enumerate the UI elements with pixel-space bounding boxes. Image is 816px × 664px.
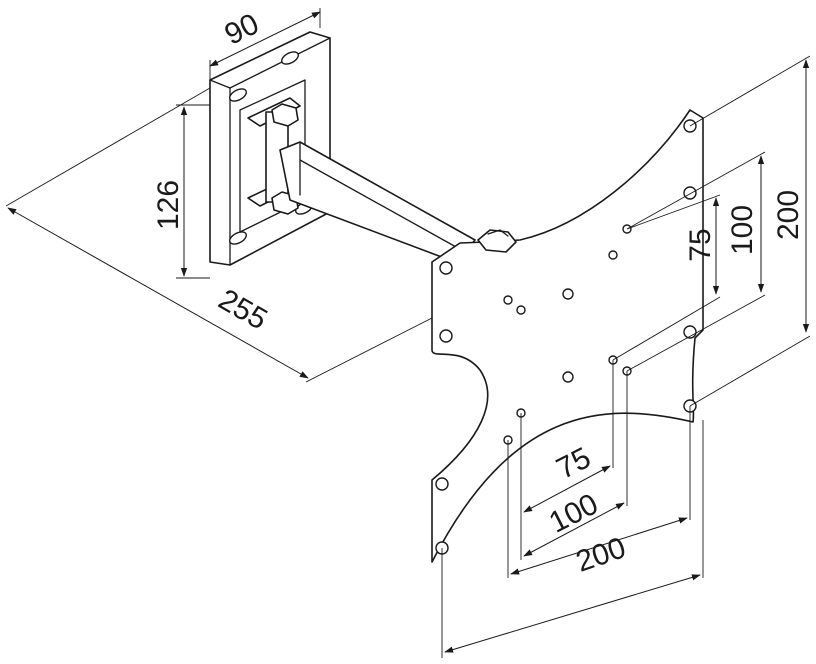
dim-label-90: 90 bbox=[220, 7, 264, 51]
vesa-hole bbox=[503, 295, 513, 305]
dim-label-h75: 75 bbox=[551, 441, 596, 486]
vesa-hole bbox=[439, 329, 453, 343]
dim-vesa-horizontal-200-outer bbox=[441, 420, 704, 658]
vesa-hole bbox=[435, 477, 449, 491]
dim-vesa-vertical-100: 100 bbox=[626, 151, 766, 372]
dim-label-255: 255 bbox=[213, 283, 273, 337]
dim-label-126: 126 bbox=[152, 180, 185, 230]
wall-plate-slot bbox=[229, 88, 247, 102]
vesa-hole bbox=[683, 186, 697, 200]
vesa-hole bbox=[562, 288, 574, 300]
vesa-hole bbox=[562, 371, 574, 383]
vesa-hole bbox=[608, 250, 618, 260]
vesa-hole bbox=[439, 261, 453, 275]
dim-vesa-vertical-75: 75 bbox=[612, 194, 721, 361]
swing-arm bbox=[279, 141, 476, 263]
dim-vesa-vertical-200: 200 bbox=[689, 55, 811, 407]
dim-label-h200: 200 bbox=[572, 531, 630, 579]
dim-label-v100: 100 bbox=[726, 205, 759, 255]
dim-wall-plate-height: 126 bbox=[152, 104, 210, 279]
dim-label-v200: 200 bbox=[772, 190, 805, 240]
vesa-hole bbox=[516, 305, 526, 315]
dim-label-v75: 75 bbox=[684, 228, 717, 261]
top-bolt-nut bbox=[271, 103, 299, 127]
dim-label-h100: 100 bbox=[544, 487, 604, 539]
vesa-plate bbox=[431, 109, 704, 563]
